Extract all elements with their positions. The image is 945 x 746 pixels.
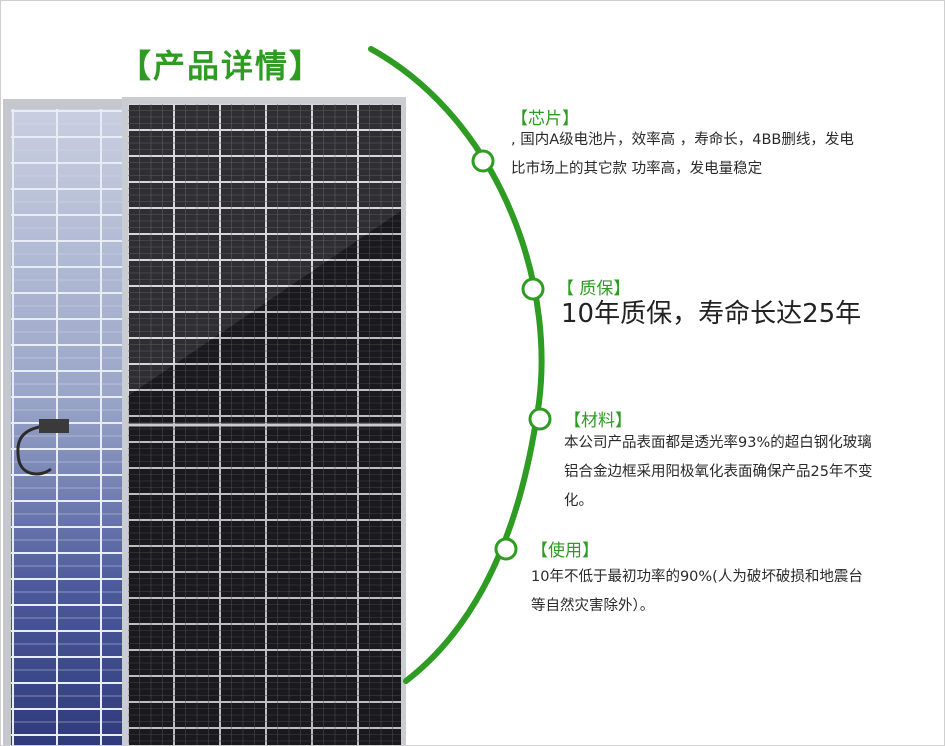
section-body-chip: , 国内A级电池片，效率高 ，寿命长，4BB删线，发电 比市场上的其它款 功率高… [511,126,936,184]
usage-line-1: 10年不低于最初功率的90%(人为破坏破损和地震台 [531,569,863,585]
usage-line-2: 等自然灾害除外）。 [531,598,655,614]
front-panel-reflection [128,104,401,396]
front-panel-shadow [128,211,401,745]
page-title: 【产品详情】 [119,47,324,85]
section-heading-chip: 【芯片】 [511,109,579,129]
warranty-line-1: 10年质保，寿命长达25年 [561,299,862,329]
rear-panel-cells [11,109,129,745]
material-line-3: 化。 [564,493,593,509]
section-heading-usage: 【使用】 [531,541,599,561]
section-body-material: 本公司产品表面都是透光率93%的超白钢化玻璃 铝合金边框采用阳极氧化表面确保产品… [564,429,936,516]
material-line-1: 本公司产品表面都是透光率93%的超白钢化玻璃 [564,435,872,451]
section-heading-warranty: 【 质保】 [557,279,631,299]
junction-box [39,419,69,433]
chip-line-1: , 国内A级电池片，效率高 ，寿命长，4BB删线，发电 [511,132,854,148]
section-heading-material: 【材料】 [564,411,632,431]
section-body-usage: 10年不低于最初功率的90%(人为破坏破损和地震台 等自然灾害除外）。 [531,563,936,621]
material-line-2: 铝合金边框采用阳极氧化表面确保产品25年不变 [564,464,873,480]
rear-panel-cable [16,424,52,476]
section-body-warranty: 10年质保，寿命长达25年 [561,297,936,331]
chip-line-2: 比市场上的其它款 功率高，发电量稳定 [511,161,763,177]
